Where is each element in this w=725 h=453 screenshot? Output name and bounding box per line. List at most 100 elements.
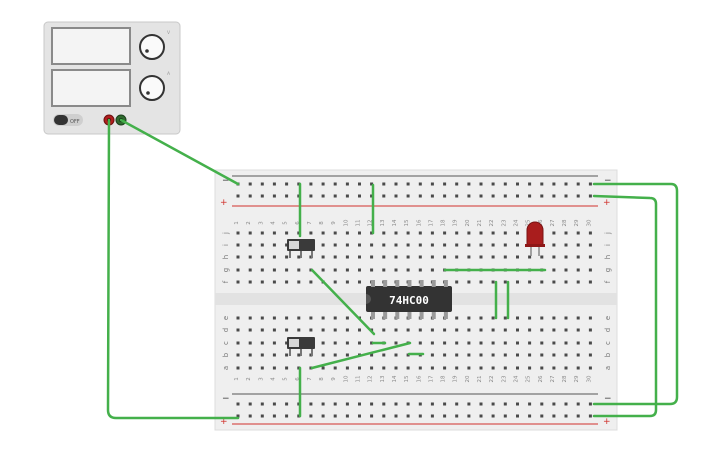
hole[interactable] — [358, 194, 361, 198]
hole[interactable] — [564, 328, 568, 332]
hole[interactable] — [516, 316, 519, 320]
hole[interactable] — [260, 194, 264, 198]
hole[interactable] — [443, 231, 447, 235]
hole[interactable] — [370, 402, 374, 406]
hole[interactable] — [345, 366, 349, 370]
hole[interactable] — [588, 402, 592, 406]
hole[interactable] — [418, 182, 422, 186]
hole[interactable] — [285, 280, 289, 284]
hole[interactable] — [576, 402, 580, 406]
hole[interactable] — [406, 243, 410, 247]
hole[interactable] — [418, 341, 422, 345]
hole[interactable] — [467, 231, 471, 235]
hole[interactable] — [503, 414, 507, 418]
hole[interactable] — [248, 231, 252, 235]
hole[interactable] — [528, 194, 532, 198]
slide-switch-bottom-knob[interactable] — [289, 339, 299, 347]
hole[interactable] — [406, 353, 410, 357]
hole[interactable] — [382, 402, 386, 406]
hole[interactable] — [564, 316, 568, 320]
hole[interactable] — [430, 268, 434, 272]
hole[interactable] — [358, 182, 361, 186]
hole[interactable] — [455, 341, 459, 345]
hole[interactable] — [588, 366, 592, 370]
hole[interactable] — [516, 280, 519, 284]
hole[interactable] — [248, 402, 252, 406]
hole[interactable] — [576, 268, 580, 272]
voltage-knob[interactable] — [139, 34, 165, 60]
hole[interactable] — [333, 194, 337, 198]
hole[interactable] — [345, 402, 349, 406]
hole[interactable] — [260, 255, 264, 259]
hole[interactable] — [394, 353, 398, 357]
hole[interactable] — [528, 353, 532, 357]
hole[interactable] — [467, 255, 471, 259]
hole[interactable] — [358, 414, 361, 418]
hole[interactable] — [564, 182, 568, 186]
hole[interactable] — [236, 268, 240, 272]
hole[interactable] — [406, 328, 410, 332]
hole[interactable] — [248, 280, 252, 284]
hole[interactable] — [443, 328, 447, 332]
hole[interactable] — [503, 353, 507, 357]
hole[interactable] — [309, 231, 313, 235]
hole[interactable] — [236, 414, 240, 418]
hole[interactable] — [479, 231, 483, 235]
hole[interactable] — [370, 182, 374, 186]
hole[interactable] — [443, 353, 447, 357]
hole[interactable] — [588, 194, 592, 198]
hole[interactable] — [248, 316, 252, 320]
hole[interactable] — [333, 243, 337, 247]
power-supply[interactable]: V A OFF — [43, 21, 181, 135]
hole[interactable] — [564, 341, 568, 345]
hole[interactable] — [443, 341, 447, 345]
hole[interactable] — [552, 402, 556, 406]
hole[interactable] — [540, 353, 544, 357]
hole[interactable] — [260, 328, 264, 332]
hole[interactable] — [309, 182, 313, 186]
hole[interactable] — [455, 231, 459, 235]
hole[interactable] — [516, 366, 519, 370]
hole[interactable] — [418, 414, 422, 418]
hole[interactable] — [430, 194, 434, 198]
hole[interactable] — [345, 280, 349, 284]
hole[interactable] — [552, 414, 556, 418]
hole[interactable] — [382, 268, 386, 272]
hole[interactable] — [236, 402, 240, 406]
hole[interactable] — [272, 268, 276, 272]
hole[interactable] — [491, 255, 495, 259]
hole[interactable] — [370, 243, 374, 247]
hole[interactable] — [345, 243, 349, 247]
hole[interactable] — [370, 414, 374, 418]
hole[interactable] — [455, 316, 459, 320]
hole[interactable] — [430, 353, 434, 357]
slide-switch-top-knob[interactable] — [289, 241, 299, 249]
hole[interactable] — [576, 194, 580, 198]
hole[interactable] — [588, 268, 592, 272]
hole[interactable] — [345, 255, 349, 259]
hole[interactable] — [248, 328, 252, 332]
hole[interactable] — [260, 341, 264, 345]
hole[interactable] — [358, 243, 361, 247]
hole[interactable] — [467, 328, 471, 332]
hole[interactable] — [309, 328, 313, 332]
hole[interactable] — [516, 353, 519, 357]
hole[interactable] — [358, 268, 361, 272]
hole[interactable] — [552, 268, 556, 272]
hole[interactable] — [272, 328, 276, 332]
hole[interactable] — [321, 255, 325, 259]
hole[interactable] — [285, 182, 289, 186]
hole[interactable] — [370, 366, 374, 370]
hole[interactable] — [467, 402, 471, 406]
hole[interactable] — [272, 341, 276, 345]
hole[interactable] — [321, 414, 325, 418]
hole[interactable] — [309, 402, 313, 406]
hole[interactable] — [430, 414, 434, 418]
hole[interactable] — [588, 280, 592, 284]
hole[interactable] — [309, 414, 313, 418]
hole[interactable] — [467, 243, 471, 247]
hole[interactable] — [479, 194, 483, 198]
hole[interactable] — [272, 231, 276, 235]
hole[interactable] — [516, 182, 519, 186]
current-knob[interactable] — [139, 75, 165, 101]
